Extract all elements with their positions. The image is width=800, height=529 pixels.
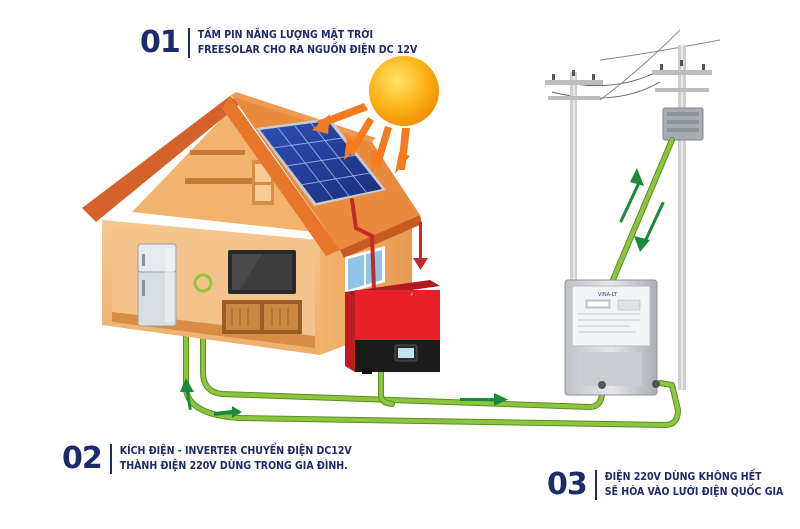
power-poles	[545, 29, 721, 392]
refrigerator	[137, 243, 177, 327]
television	[228, 250, 296, 294]
step-02-text: Kích điện - Inverter chuyển điện DC12V t…	[120, 444, 352, 474]
step-02-line1: Kích điện - Inverter chuyển điện DC12V	[119, 445, 352, 457]
step-03-line2: sẽ hòa vào lưới điện quốc gia	[604, 486, 784, 498]
electricity-meter: VINA-LT	[564, 279, 660, 396]
step-03-callout: 03 Điện 220V dùng không hết sẽ hòa vào l…	[547, 470, 783, 500]
step-01-divider	[187, 28, 190, 58]
step-01-line1: Tấm pin năng lượng mặt trời	[197, 29, 374, 41]
step-02-divider	[109, 444, 112, 474]
green-flow-arrows	[180, 168, 665, 418]
step-02-line2: thành điện 220V dùng trong gia đình.	[119, 460, 348, 472]
step-01-text: Tấm pin năng lượng mặt trời FreeSolar ch…	[198, 28, 418, 58]
sun	[312, 56, 439, 174]
solar-panel	[256, 118, 386, 292]
step-03-divider	[594, 470, 597, 500]
red-down-arrow	[413, 222, 428, 270]
step-01-callout: 01 Tấm pin năng lượng mặt trời FreeSolar…	[140, 28, 417, 58]
step-03-number: 03	[547, 467, 588, 502]
step-02-callout: 02 Kích điện - Inverter chuyển điện DC12…	[62, 444, 352, 474]
step-02-number: 02	[62, 441, 103, 476]
step-01-number: 01	[140, 25, 181, 60]
svg-text:⚡: ⚡	[410, 292, 414, 298]
step-03-text: Điện 220V dùng không hết sẽ hòa vào lưới…	[605, 470, 784, 500]
step-03-line1: Điện 220V dùng không hết	[604, 471, 762, 483]
meter-brand: VINA-LT	[598, 292, 618, 298]
tv-cabinet	[222, 300, 302, 334]
inverter: ⚡	[345, 280, 440, 374]
house-connection-node	[193, 273, 213, 293]
step-01-line2: FreeSolar cho ra nguồn điện DC 12V	[197, 44, 418, 56]
